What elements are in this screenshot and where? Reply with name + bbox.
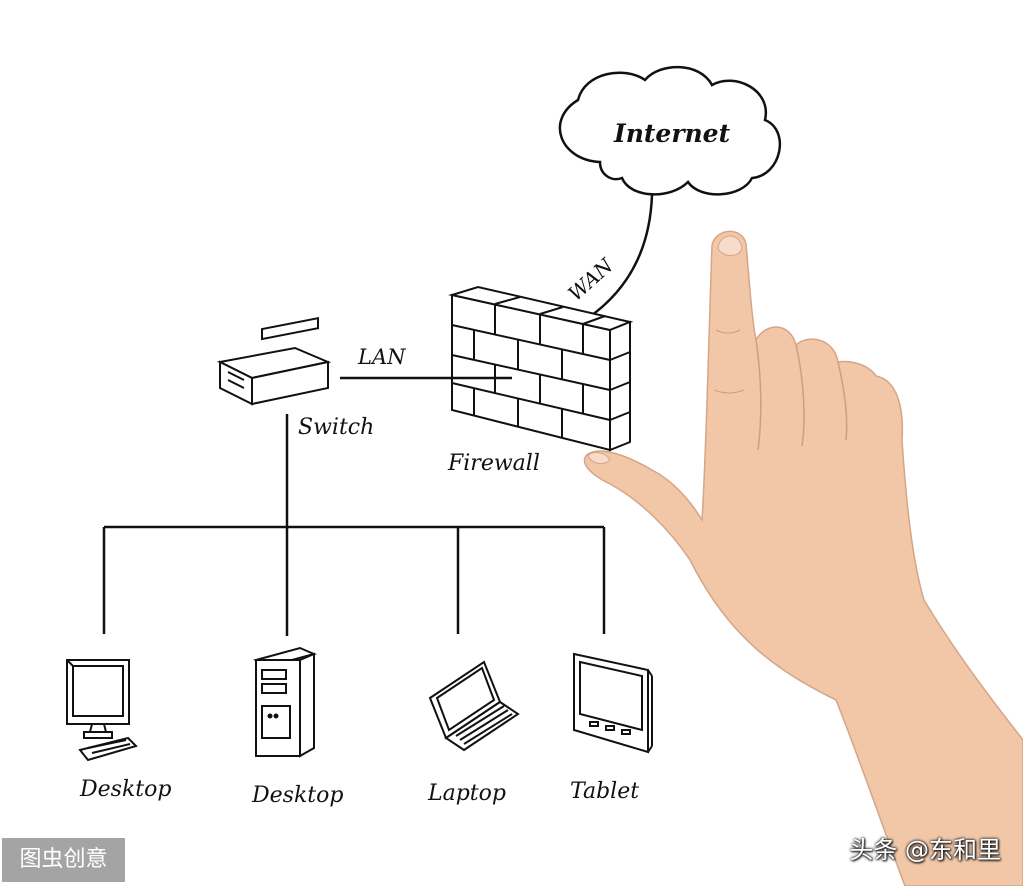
laptop-label: Laptop	[427, 781, 506, 806]
desktop-1-label: Desktop	[79, 777, 171, 802]
internet-label: Internet	[613, 119, 731, 148]
lan-tree-lines	[102, 414, 606, 636]
firewall-icon	[448, 285, 634, 452]
tablet-icon	[573, 652, 653, 754]
desktop-2-label: Desktop	[251, 783, 343, 808]
wan-link	[587, 194, 654, 320]
laptop-icon	[428, 660, 520, 752]
tablet-label: Tablet	[570, 779, 639, 804]
switch-label: Switch	[298, 415, 374, 440]
desktop-monitor-icon	[66, 659, 138, 762]
switch-icon	[216, 316, 332, 406]
desktop-tower-icon	[252, 646, 318, 758]
firewall-label: Firewall	[447, 451, 540, 476]
lan-label: LAN	[357, 345, 406, 369]
watermark-right: 头条 @东和里	[849, 836, 1001, 864]
internet-cloud-icon	[558, 65, 781, 196]
pointing-hand-image	[583, 230, 1023, 886]
watermark-left: 图虫创意	[2, 838, 125, 882]
